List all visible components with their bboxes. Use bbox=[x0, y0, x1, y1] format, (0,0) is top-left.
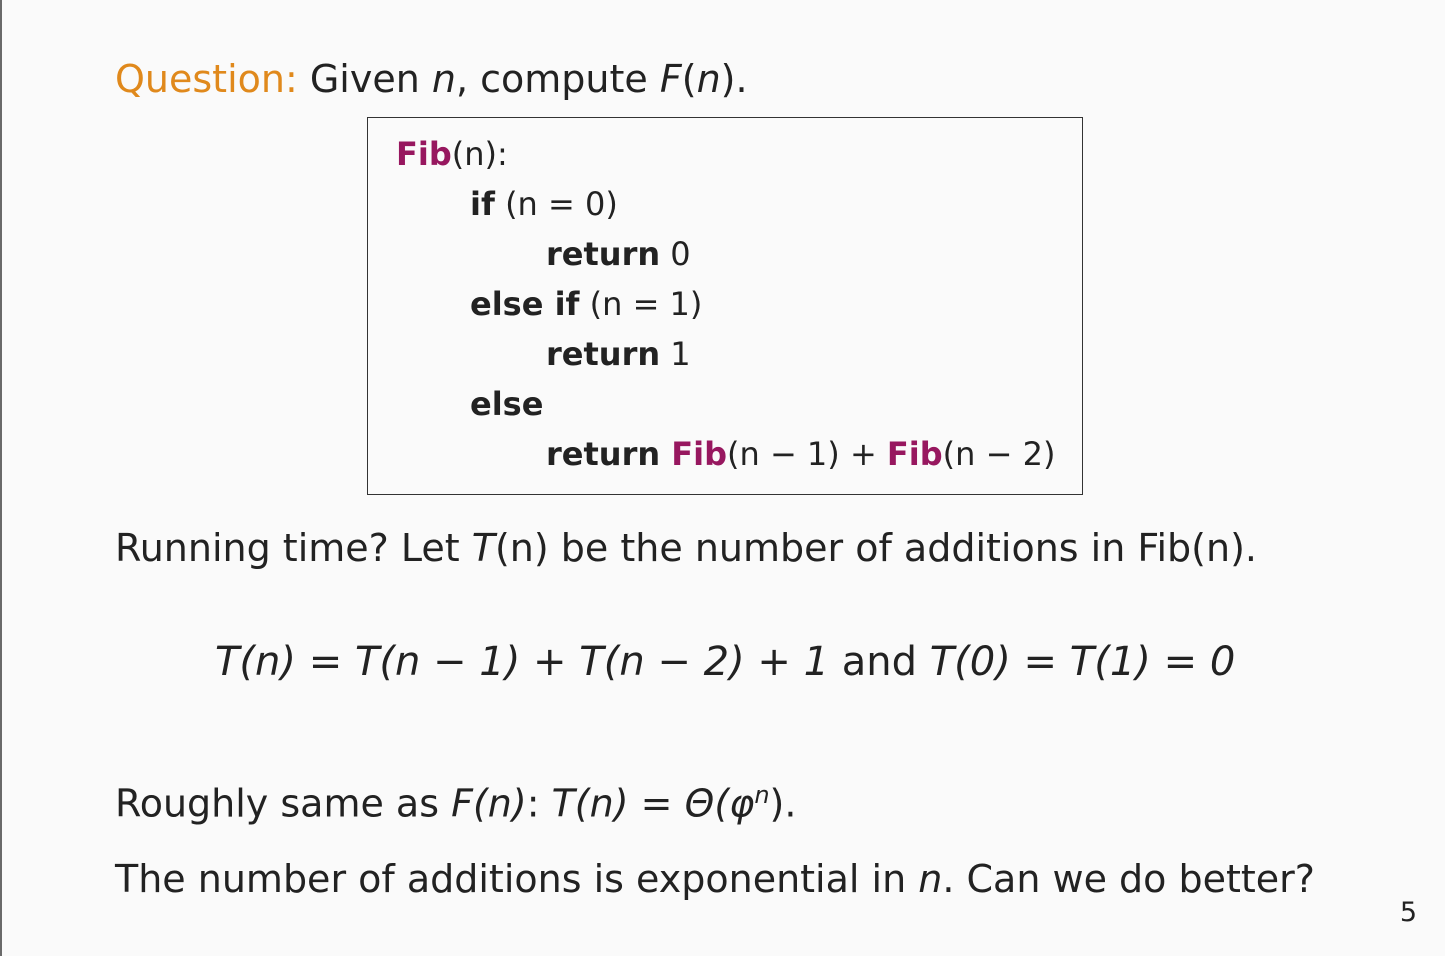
question-label: Question: bbox=[115, 57, 298, 101]
code-line-1: Fib(n): bbox=[396, 136, 508, 172]
running-text-2: be the number of additions in Fib(n). bbox=[548, 526, 1257, 570]
question-var-n2: n bbox=[696, 57, 721, 101]
code-value-0: 0 bbox=[660, 235, 691, 273]
code-kw-if-2: if bbox=[543, 285, 580, 323]
recurrence-rhs: T(0) = T(1) = 0 bbox=[929, 639, 1236, 685]
code-kw-else-2: else bbox=[470, 385, 544, 423]
running-text-1: Running time? Let bbox=[115, 526, 472, 570]
additions-var-n: n bbox=[918, 857, 943, 901]
roughly-text-1: Roughly same as bbox=[115, 781, 452, 826]
recurrence-lhs: T(n) = T(n − 1) + T(n − 2) + 1 bbox=[215, 639, 830, 685]
code-line-7: return Fib(n − 1) + Fib(n − 2) bbox=[546, 436, 1055, 472]
roughly-line: Roughly same as F(n): T(n) = Θ(φn). bbox=[115, 773, 796, 826]
roughly-colon: : bbox=[526, 781, 552, 826]
code-plus: + bbox=[839, 435, 887, 473]
roughly-Tn: T(n) = Θ(φ bbox=[551, 781, 755, 826]
code-value-1: 1 bbox=[660, 335, 691, 373]
code-line-2: if (n = 0) bbox=[470, 186, 618, 222]
pseudocode-box: Fib(n): if (n = 0) return 0 else if (n =… bbox=[367, 117, 1083, 495]
code-fn-fib-2: Fib bbox=[886, 435, 943, 473]
question-var-F: F bbox=[659, 57, 682, 101]
running-var-T: T bbox=[471, 526, 495, 570]
code-line-3: return 0 bbox=[546, 236, 691, 272]
code-kw-if: if bbox=[470, 185, 495, 223]
additions-line: The number of additions is exponential i… bbox=[115, 857, 1315, 901]
code-line-6: else bbox=[470, 386, 543, 422]
question-var-n: n bbox=[431, 57, 456, 101]
question-line: Question: Given n, compute F(n). bbox=[115, 57, 748, 101]
running-n-paren: (n) bbox=[494, 526, 549, 570]
code-fn-args: (n): bbox=[451, 135, 508, 173]
slide-left-border bbox=[0, 0, 2, 956]
question-text-before: Given bbox=[297, 57, 432, 101]
code-line-5: return 1 bbox=[546, 336, 691, 372]
additions-text-1: The number of additions is exponential i… bbox=[115, 857, 919, 901]
running-time-line: Running time? Let T(n) be the number of … bbox=[115, 526, 1257, 570]
roughly-Fn: F(n) bbox=[451, 781, 527, 826]
code-cond-n0: (n = 0) bbox=[494, 185, 618, 223]
code-kw-return-0: return bbox=[546, 235, 661, 273]
question-close: ). bbox=[720, 57, 748, 101]
code-kw-return-rec: return bbox=[546, 435, 661, 473]
code-fn-fib: Fib bbox=[396, 135, 452, 173]
recurrence-equation: T(n) = T(n − 1) + T(n − 2) + 1 and T(0) … bbox=[215, 639, 1235, 685]
additions-text-2: . Can we do better? bbox=[942, 857, 1315, 901]
code-args-2: (n − 2) bbox=[942, 435, 1056, 473]
code-fn-fib-1: Fib bbox=[660, 435, 727, 473]
code-line-4: else if (n = 1) bbox=[470, 286, 702, 322]
code-args-1: (n − 1) bbox=[727, 435, 840, 473]
question-paren-open: ( bbox=[681, 57, 697, 101]
page-number: 5 bbox=[1399, 897, 1417, 928]
code-cond-n1: (n = 1) bbox=[579, 285, 703, 323]
question-text-mid: , compute bbox=[455, 57, 660, 101]
roughly-sup-n: n bbox=[754, 781, 770, 809]
recurrence-and: and bbox=[829, 639, 930, 685]
code-kw-else: else bbox=[470, 285, 544, 323]
code-kw-return-1: return bbox=[546, 335, 661, 373]
roughly-close: ). bbox=[769, 781, 797, 826]
